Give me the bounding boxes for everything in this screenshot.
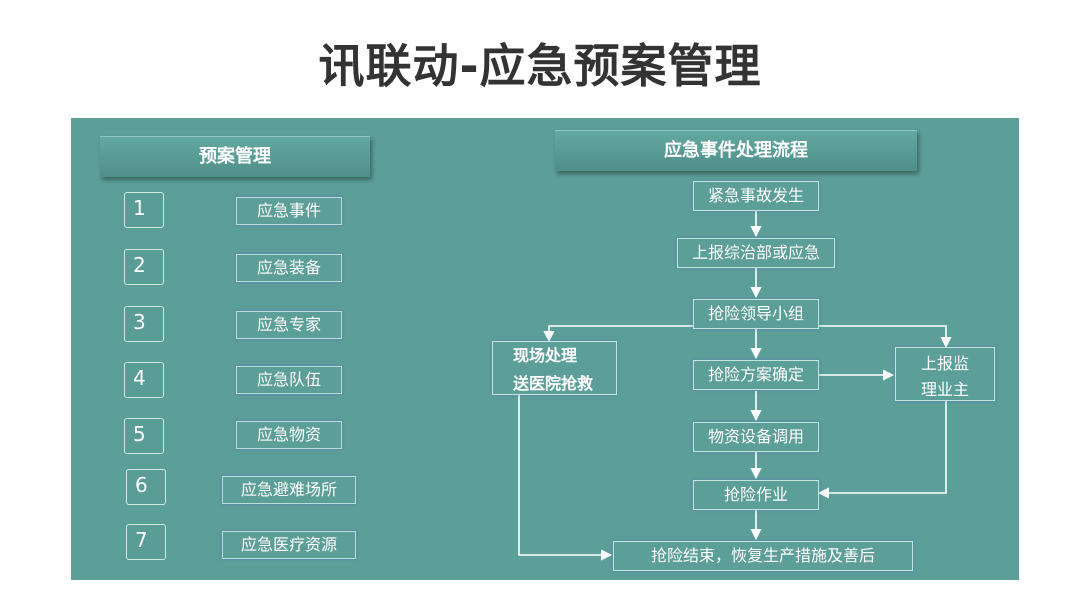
arrow-step3-right <box>756 325 952 349</box>
flow-branch-onsite-line2: 送医院抢救 <box>513 374 594 393</box>
item-label-emergency-experts[interactable]: 应急专家 <box>236 311 342 339</box>
item-number-5: 5 <box>124 418 164 454</box>
flow-header: 应急事件处理流程 <box>555 130 917 171</box>
item-number-4: 4 <box>124 362 164 398</box>
flow-step-equipment-dispatch[interactable]: 物资设备调用 <box>693 422 819 452</box>
page-title: 讯联动-应急预案管理 <box>318 39 762 93</box>
item-label-emergency-event[interactable]: 应急事件 <box>236 197 342 225</box>
item-number-1: 1 <box>124 192 164 228</box>
item-number-7: 7 <box>126 524 166 560</box>
item-label-emergency-supplies[interactable]: 应急物资 <box>236 421 342 449</box>
item-number-6: 6 <box>126 469 166 505</box>
flow-step-rescue-end[interactable]: 抢险结束，恢复生产措施及善后 <box>613 541 913 571</box>
flow-branch-onsite-line1: 现场处理 <box>513 346 578 365</box>
flow-step-plan-determined[interactable]: 抢险方案确定 <box>693 360 819 390</box>
flow-step-rescue-operation[interactable]: 抢险作业 <box>693 480 819 510</box>
flow-branch-report-owner[interactable]: 上报监 理业主 <box>895 347 995 401</box>
arrow-left-step7 <box>518 395 613 561</box>
plan-management-header: 预案管理 <box>100 136 370 177</box>
flow-branch-report-line2: 理业主 <box>920 380 969 399</box>
item-label-emergency-shelter[interactable]: 应急避难场所 <box>222 476 356 504</box>
content-panel: 预案管理 1 应急事件 2 应急装备 3 应急专家 4 应急队伍 5 应急物资 … <box>71 118 1019 580</box>
item-label-emergency-medical[interactable]: 应急医疗资源 <box>222 531 356 559</box>
item-label-emergency-team[interactable]: 应急队伍 <box>236 366 342 394</box>
item-label-emergency-equipment[interactable]: 应急装备 <box>236 254 342 282</box>
arrow-right-step6 <box>817 400 947 499</box>
flow-step-report[interactable]: 上报综治部或应急 <box>677 238 835 268</box>
flow-step-leadership-group[interactable]: 抢险领导小组 <box>693 299 819 329</box>
flow-branch-onsite[interactable]: 现场处理 送医院抢救 <box>492 341 617 395</box>
item-number-2: 2 <box>124 249 164 285</box>
item-number-3: 3 <box>124 306 164 342</box>
flow-step-accident-occurs[interactable]: 紧急事故发生 <box>693 181 819 211</box>
flow-branch-report-line1: 上报监 <box>920 354 969 373</box>
